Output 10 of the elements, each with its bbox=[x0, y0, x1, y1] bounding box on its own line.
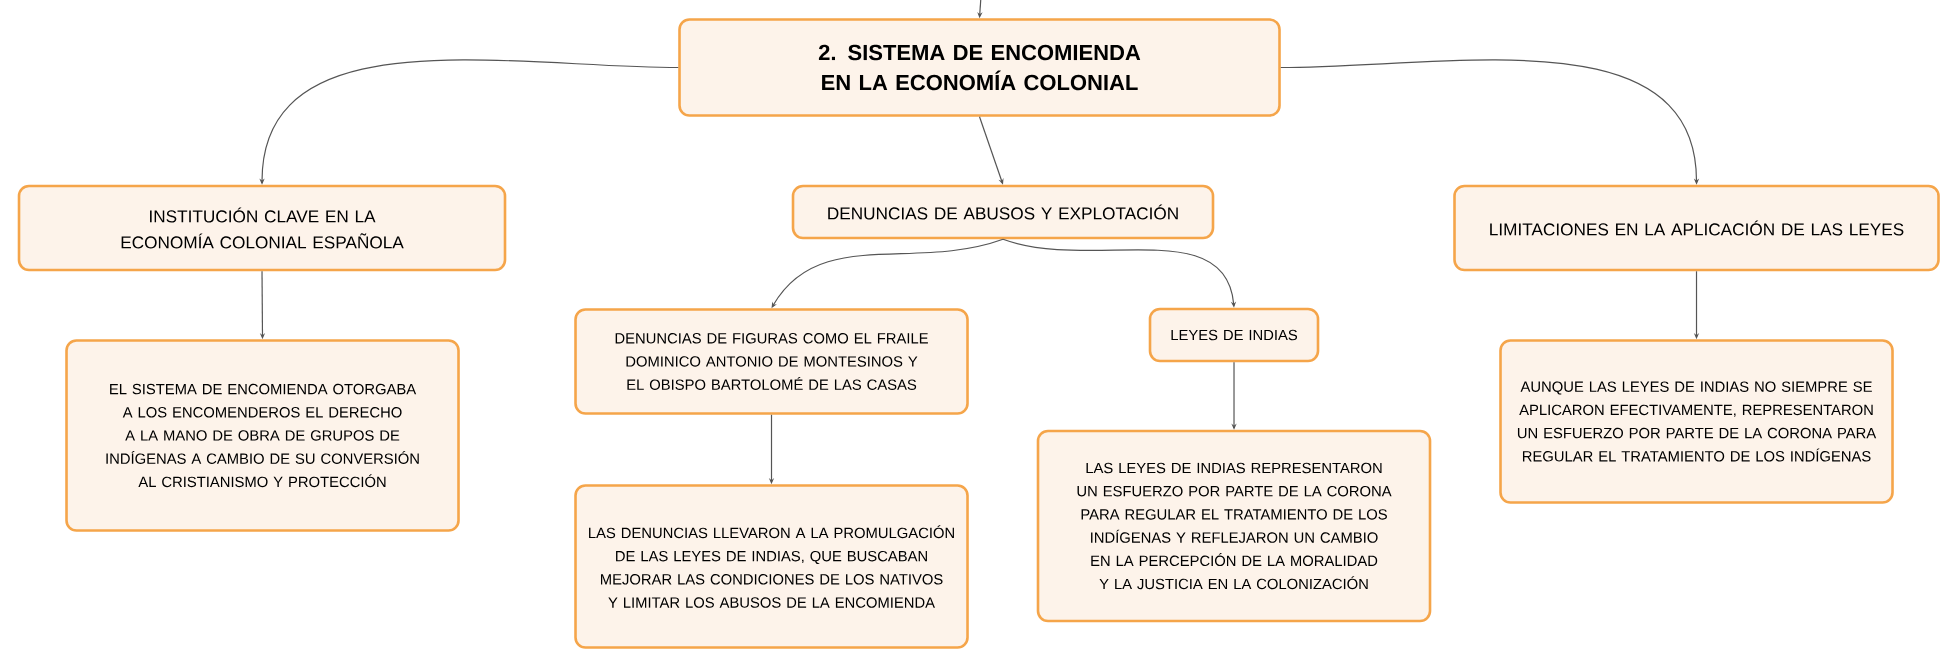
text-box: AUNQUE LAS LEYES DE INDIAS NO SIEMPRE SE APLICARON EFECTIVAMENTE, REPRESENTARON UN ESFUERZO POR PARTE DE LA CORONA PARA REGULAR EL TRATAMIENTO DE LOS INDÍGENAS bbox=[1499, 339, 1894, 504]
text-box: LEYES DE INDIAS bbox=[1148, 307, 1320, 363]
topic-box: DENUNCIAS DE ABUSOS Y EXPLOTACIÓN bbox=[791, 184, 1215, 240]
topic-box: INSTITUCIÓN CLAVE EN LA ECONOMÍA COLONIAL ESPAÑOLA bbox=[17, 184, 507, 272]
topic-box: LIMITACIONES EN LA APLICACIÓN DE LAS LEYES bbox=[1453, 184, 1940, 272]
text-box: EL SISTEMA DE ENCOMIENDA OTORGABA A LOS ENCOMENDEROS EL DERECHO A LA MANO DE OBRA DE GRUPOS DE INDÍGENAS A CAMBIO DE SU CONVERSIÓN AL CRISTIANISMO Y PROTECCIÓN bbox=[65, 339, 460, 532]
text-box: LAS DENUNCIAS LLEVARON A LA PROMULGACIÓN DE LAS LEYES DE INDIAS, QUE BUSCABAN MEJORAR LAS CONDICIONES DE LOS NATIVOS Y LIMITAR LOS ABUSOS DE LA ENCOMIENDA bbox=[574, 484, 969, 649]
text-box: LAS LEYES DE INDIAS REPRESENTARON UN ESFUERZO POR PARTE DE LA CORONA PARA REGULAR EL TRATAMIENTO DE LOS INDÍGENAS Y REFLEJARON UN CAMBIO EN LA PERCEPCIÓN DE LA MORALIDAD Y LA JUSTICIA EN LA COLONIZACIÓN bbox=[1036, 429, 1432, 623]
text-box: DENUNCIAS DE FIGURAS COMO EL FRAILE DOMINICO ANTONIO DE MONTESINOS Y EL OBISPO BARTOLOMÉ DE LAS CASAS bbox=[574, 308, 969, 415]
title-box: 2. SISTEMA DE ENCOMIENDA EN LA ECONOMÍA COLONIAL bbox=[678, 18, 1281, 117]
